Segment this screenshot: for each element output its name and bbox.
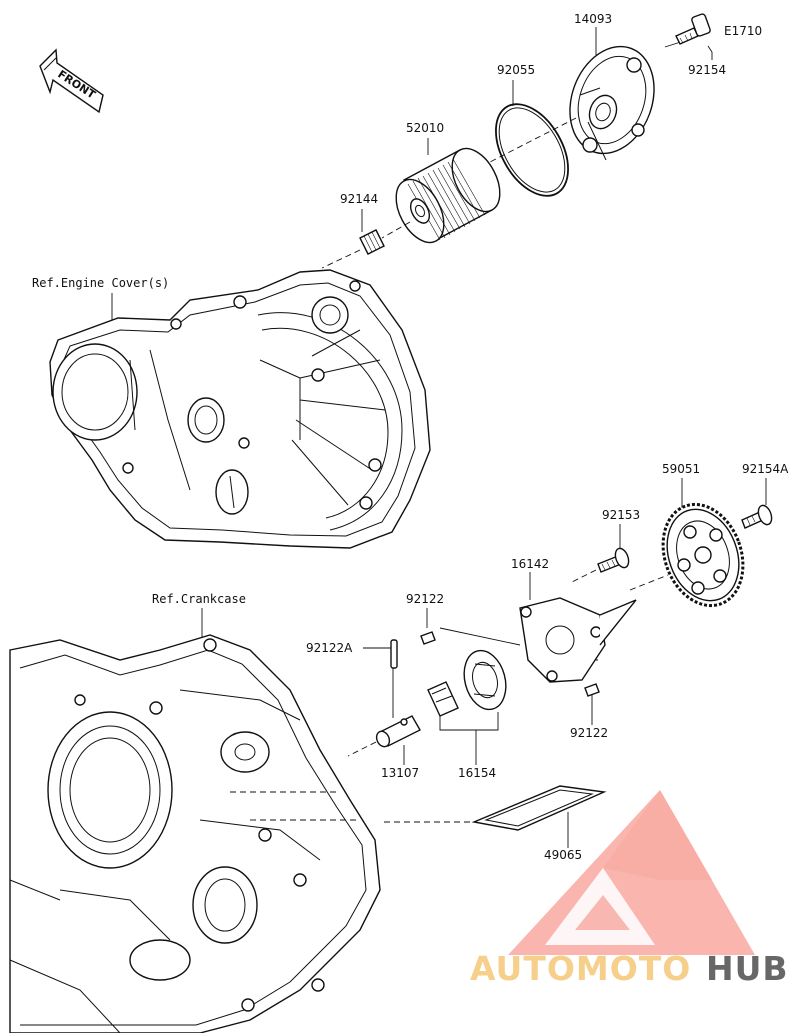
pump-body-16142-icon: [519, 574, 669, 683]
gear-59051-icon: [661, 502, 745, 608]
rotor-16154-outer-icon: [463, 649, 507, 711]
part-label-92122A: 92122A: [306, 641, 353, 655]
automotohub-watermark-logo: AUTOMOTO HUB: [470, 790, 789, 988]
watermark-brand-part1: AUTOMOTO: [470, 949, 691, 988]
dowel-pin-92122-bottom-icon: [584, 683, 600, 697]
part-label-92153: 92153: [602, 508, 640, 522]
part-label-52010: 52010: [406, 121, 444, 135]
part-label-92122-top: 92122: [406, 592, 444, 606]
part-label-16154: 16154: [458, 766, 496, 780]
ref-crankcase-label: Ref.Crankcase: [152, 592, 246, 606]
shaft-13107-icon: [347, 715, 421, 757]
part-label-92144: 92144: [340, 192, 378, 206]
pin-92122A-icon: [390, 639, 398, 669]
crankcase-illustration: [9, 634, 381, 1033]
part-label-92055: 92055: [497, 63, 535, 77]
part-label-92154: 92154: [688, 63, 726, 77]
part-label-59051: 59051: [662, 462, 700, 476]
dowel-pin-92122-top-icon: [420, 631, 436, 645]
ref-engine-cover-label: Ref.Engine Cover(s): [32, 276, 169, 290]
bolt-92154-icon: [675, 13, 711, 45]
part-label-16142: 16142: [511, 557, 549, 571]
part-label-92122-bottom: 92122: [570, 726, 608, 740]
part-label-13107: 13107: [381, 766, 419, 780]
rotor-16154-inner-icon: [427, 681, 459, 717]
watermark-brand-part2: HUB: [706, 949, 789, 988]
part-label-92154A: 92154A: [742, 462, 789, 476]
bolt-92154A-icon: [741, 504, 773, 529]
part-label-14093: 14093: [574, 12, 612, 26]
front-arrow-icon: FRONT: [39, 48, 104, 114]
part-label-49065: 49065: [544, 848, 582, 862]
oil-screen-49065-icon: [380, 785, 607, 831]
oil-filter-52010-icon: [381, 147, 501, 244]
engine-cover-illustration: [49, 269, 431, 549]
bolt-92153-icon: [571, 547, 630, 583]
o-ring-92055-icon: [495, 103, 569, 197]
reference-code-label: E1710: [724, 24, 762, 38]
spring-92144-icon: [321, 229, 385, 269]
cover-14093-icon: [489, 45, 655, 163]
